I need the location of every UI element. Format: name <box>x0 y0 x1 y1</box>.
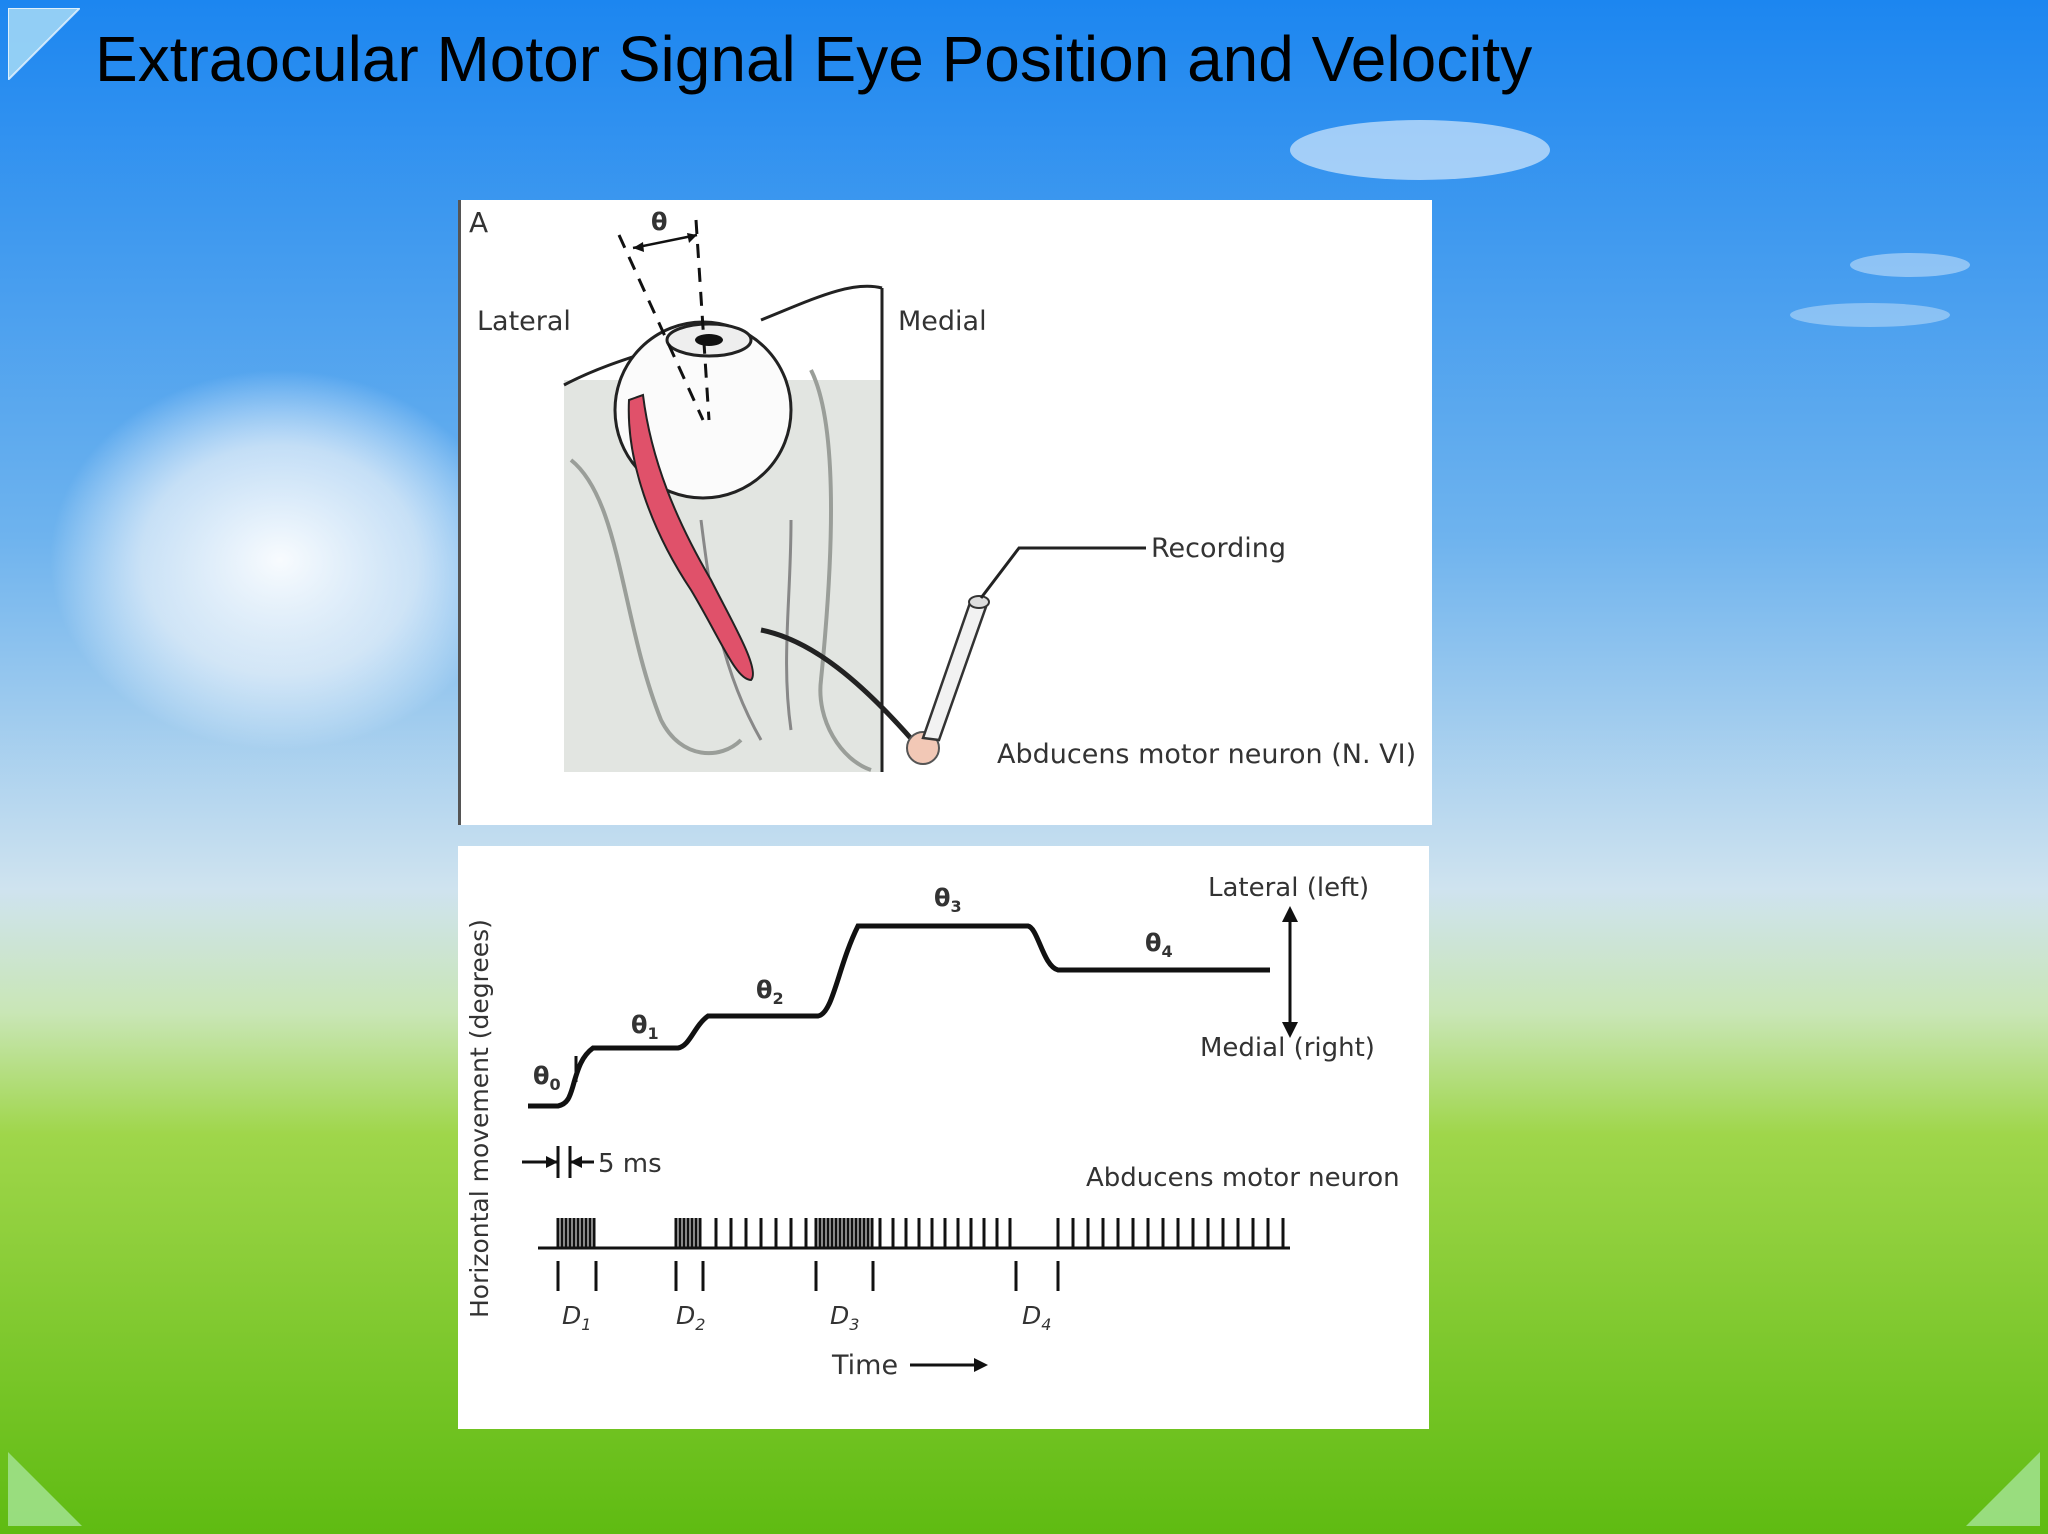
theta4-label: θ4 <box>1145 929 1173 961</box>
abducens-neuron-trace-label: Abducens motor neuron <box>1086 1163 1400 1193</box>
abducens-neuron-label: Abducens motor neuron (N. VI) <box>997 739 1416 770</box>
medial-right-label: Medial (right) <box>1200 1033 1375 1063</box>
panel-a-eye-diagram: A θ Lateral Medial Recording Abducens <box>458 200 1432 825</box>
panel-b-recording-trace: Horizontal movement (degrees) θ0 θ1 θ2 θ… <box>458 846 1429 1429</box>
corner-triangle-top-left <box>8 8 80 80</box>
d2-label: D2 <box>676 1301 705 1334</box>
theta3-label: θ3 <box>934 884 962 916</box>
corner-triangle-bottom-right <box>1966 1452 2040 1526</box>
panel-a-label: A <box>469 206 488 239</box>
time-label: Time <box>831 1350 898 1381</box>
corner-triangle-bottom-left <box>8 1452 82 1526</box>
recording-label: Recording <box>1151 533 1286 564</box>
abducens-nerve <box>760 627 923 752</box>
duration-markers <box>556 1261 1060 1291</box>
lateral-left-label: Lateral (left) <box>1208 873 1369 903</box>
theta1-label: θ1 <box>631 1011 659 1043</box>
slide-title: Extraocular Motor Signal Eye Position an… <box>95 23 1533 95</box>
theta-label: θ <box>651 208 668 236</box>
dandelion-blur <box>50 370 510 750</box>
scale-label: 5 ms <box>598 1149 662 1179</box>
theta2-label: θ2 <box>756 976 784 1008</box>
spike-train <box>556 1218 1285 1248</box>
theta0-label: θ0 <box>533 1062 561 1094</box>
recording-electrode <box>921 598 989 742</box>
eye-position-trace <box>528 923 1270 1109</box>
medial-label: Medial <box>898 306 987 337</box>
d3-label: D3 <box>830 1301 859 1334</box>
y-axis-label: Horizontal movement (degrees) <box>465 919 494 1318</box>
d1-label: D1 <box>562 1301 591 1334</box>
lateral-rectus-muscle <box>627 393 754 682</box>
d4-label: D4 <box>1022 1301 1051 1334</box>
lateral-label: Lateral <box>477 306 571 337</box>
